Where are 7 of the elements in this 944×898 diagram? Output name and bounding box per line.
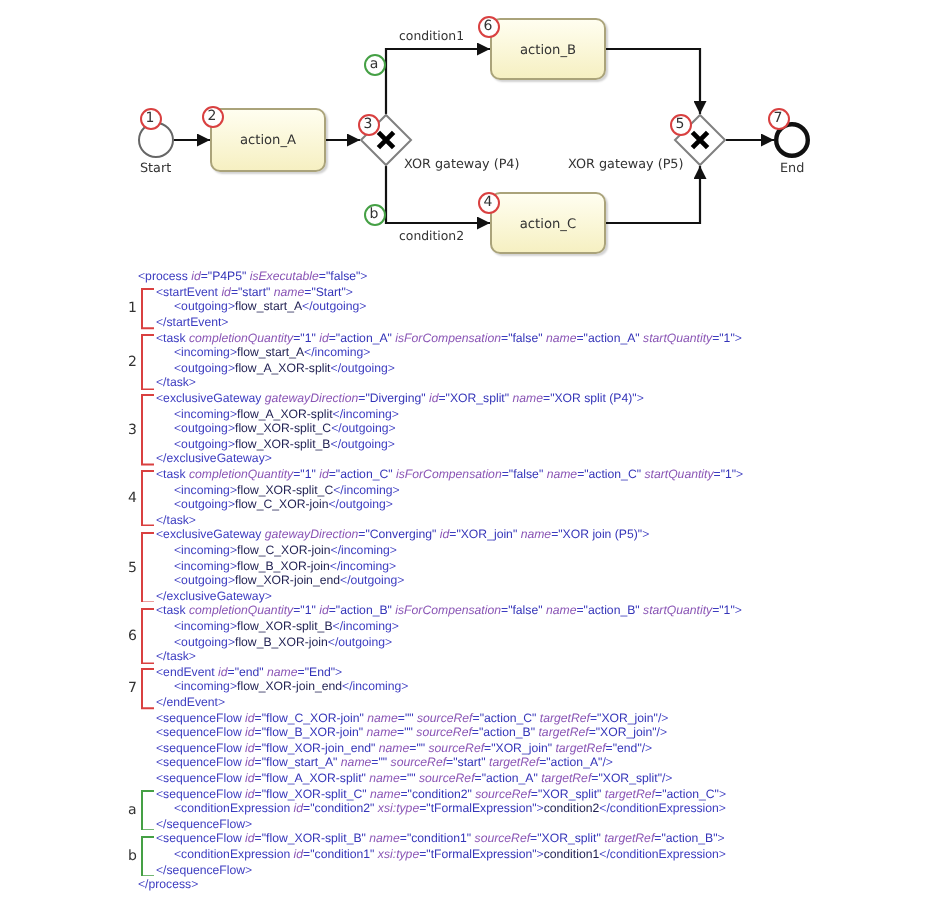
arrow [384, 166, 490, 230]
arrow [326, 133, 360, 147]
arrow [384, 42, 490, 114]
arrow [606, 47, 707, 114]
arrow [174, 133, 210, 147]
arrow [606, 166, 707, 225]
arrow [726, 133, 774, 147]
